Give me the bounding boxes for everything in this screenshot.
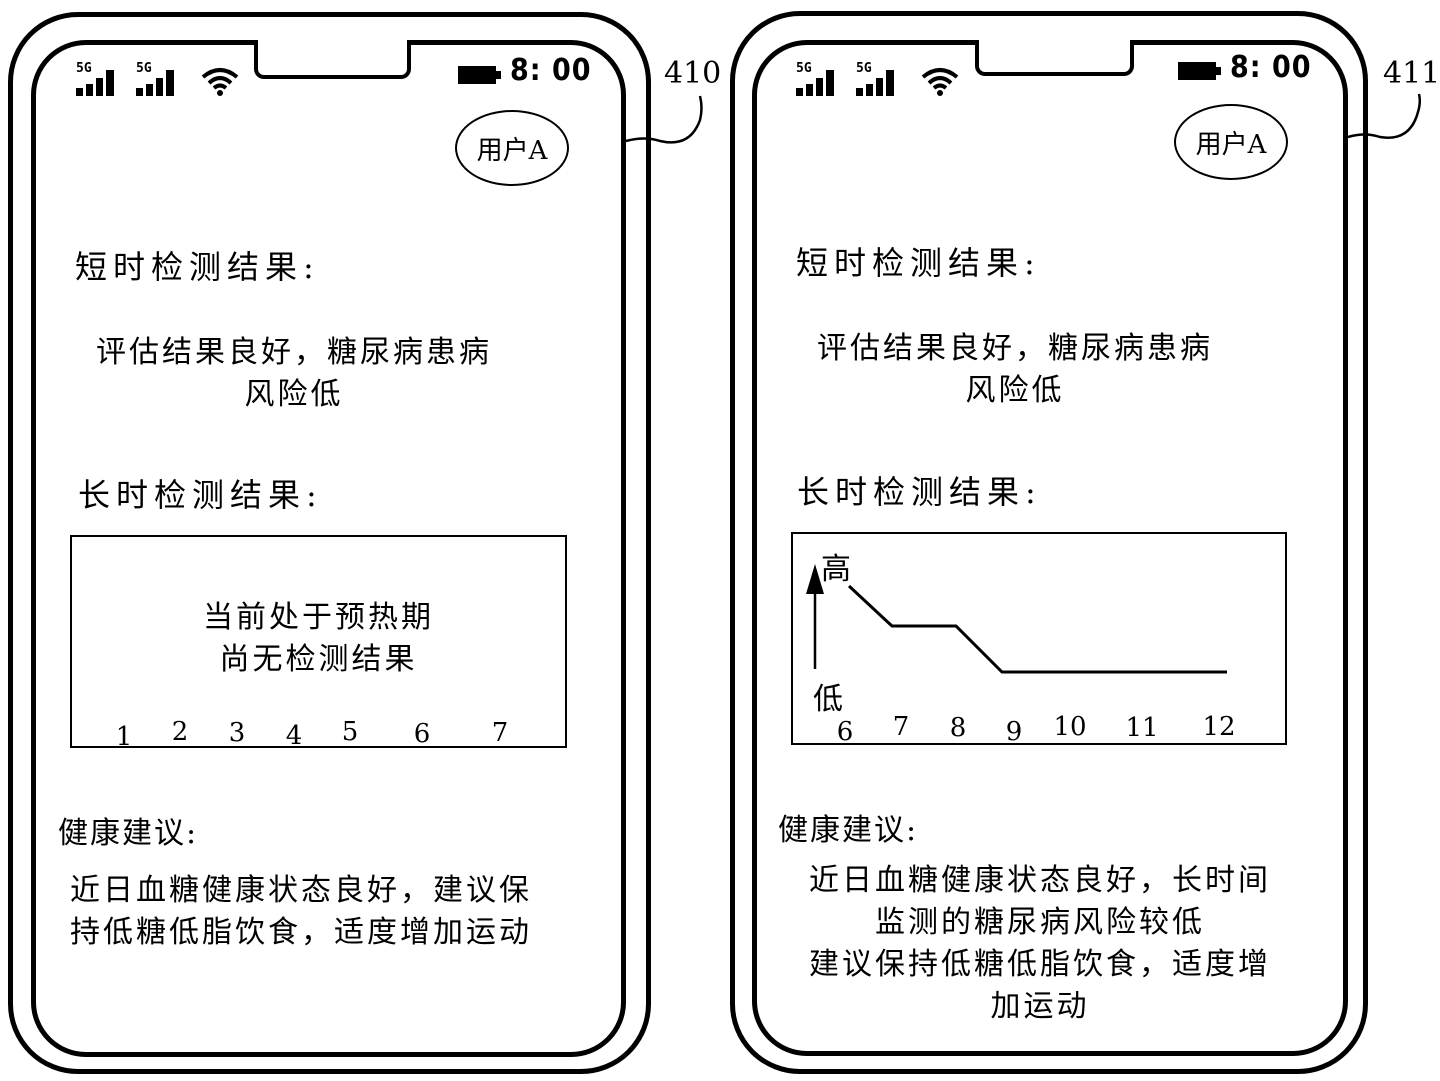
x-tick: 6 — [413, 719, 431, 749]
sim1-label: 5G — [76, 61, 92, 76]
advice-line: 近日血糖健康状态良好，长时间 — [809, 863, 1271, 898]
x-tick: 2 — [171, 717, 189, 747]
x-tick: 7 — [892, 712, 910, 742]
sim2-label: 5G — [136, 61, 152, 76]
y-axis-low-label: 低 — [813, 682, 843, 717]
x-tick: 6 — [836, 717, 854, 747]
wifi-icon — [921, 68, 959, 96]
x-tick: 10 — [1053, 712, 1087, 742]
phone-frame-outer — [730, 11, 1368, 1074]
y-axis-high-label: 高 — [821, 552, 851, 587]
advice-line: 建议保持低糖低脂饮食，适度增 — [809, 947, 1271, 982]
short-term-heading: 短时检测结果: — [796, 244, 1041, 282]
advice-line: 监测的糖尿病风险较低 — [875, 905, 1205, 940]
signal-icon-sim1: 5G — [76, 62, 122, 96]
advice-text: 近日血糖健康状态良好，长时间 监测的糖尿病风险较低 建议保持低糖低脂饮食，适度增… — [790, 860, 1290, 1028]
short-term-line1: 评估结果良好，糖尿病患病 — [96, 335, 492, 370]
reference-label-411: 411 — [1383, 56, 1440, 91]
status-bar: 5G 5G — [796, 62, 960, 96]
x-tick: 8 — [949, 713, 967, 743]
camera-notch — [254, 40, 411, 79]
x-tick: 5 — [341, 717, 359, 747]
x-tick: 7 — [491, 718, 509, 748]
short-term-heading: 短时检测结果: — [75, 248, 320, 286]
risk-trend-line — [806, 564, 1227, 674]
short-term-line2: 风险低 — [965, 373, 1065, 408]
advice-line: 近日血糖健康状态良好，建议保 — [70, 873, 532, 908]
signal-icon-sim2: 5G — [856, 62, 902, 96]
user-badge[interactable]: 用户A — [455, 110, 569, 186]
camera-notch — [975, 40, 1134, 76]
long-term-chart-placeholder: 当前处于预热期 尚无检测结果 1 2 3 4 5 6 7 — [70, 535, 567, 752]
phone-frame-outer — [8, 12, 651, 1074]
warmup-line1: 当前处于预热期 — [203, 600, 434, 635]
long-term-heading: 长时检测结果: — [78, 476, 323, 514]
sim2-label: 5G — [856, 61, 872, 76]
battery-icon — [1178, 62, 1221, 80]
reference-label-410: 410 — [664, 56, 722, 91]
advice-heading: 健康建议: — [58, 816, 199, 851]
warmup-line2: 尚无检测结果 — [219, 642, 418, 677]
x-tick: 4 — [285, 721, 303, 751]
user-badge[interactable]: 用户A — [1174, 104, 1288, 180]
warmup-message: 当前处于预热期 尚无检测结果 — [72, 597, 565, 681]
clock-time: 8: 00 — [1230, 50, 1312, 85]
signal-icon-sim2: 5G — [136, 62, 182, 96]
short-term-result: 评估结果良好，糖尿病患病 风险低 — [84, 332, 504, 416]
long-term-heading: 长时检测结果: — [797, 473, 1042, 511]
battery-icon — [458, 66, 501, 84]
short-term-result: 评估结果良好，糖尿病患病 风险低 — [805, 328, 1225, 412]
short-term-line2: 风险低 — [244, 377, 344, 412]
advice-line: 加运动 — [990, 989, 1090, 1024]
clock-time: 8: 00 — [510, 53, 592, 88]
advice-heading: 健康建议: — [778, 813, 919, 848]
x-tick: 1 — [115, 722, 133, 752]
long-term-risk-chart: 高 低 6 7 8 9 10 11 12 — [791, 532, 1287, 747]
x-tick: 11 — [1125, 713, 1159, 743]
advice-line: 持低糖低脂饮食，适度增加运动 — [70, 915, 532, 950]
x-tick: 9 — [1005, 717, 1023, 747]
advice-text: 近日血糖健康状态良好，建议保 持低糖低脂饮食，适度增加运动 — [70, 870, 570, 954]
sim1-label: 5G — [796, 61, 812, 76]
status-bar: 5G 5G — [76, 62, 240, 96]
signal-icon-sim1: 5G — [796, 62, 842, 96]
x-tick: 12 — [1202, 712, 1236, 742]
wifi-icon — [201, 68, 239, 96]
x-tick: 3 — [228, 718, 246, 748]
short-term-line1: 评估结果良好，糖尿病患病 — [817, 331, 1213, 366]
